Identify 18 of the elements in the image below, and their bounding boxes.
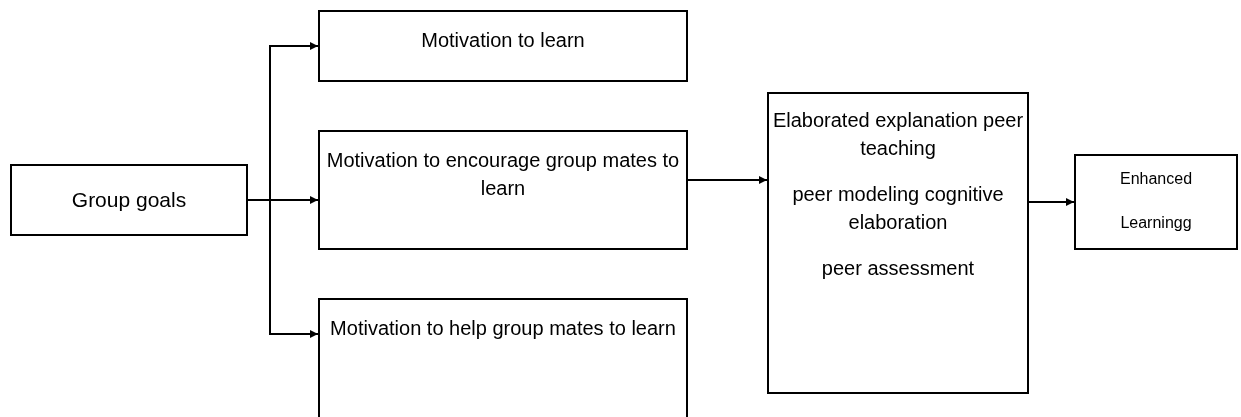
process-box xyxy=(318,10,688,82)
arrow xyxy=(1028,198,1075,206)
process-box xyxy=(318,298,688,417)
box-text: Learningg xyxy=(1120,213,1192,233)
box-text: Motivation to learn xyxy=(421,28,585,53)
box-text: Enhanced xyxy=(1119,169,1193,189)
arrow xyxy=(247,199,319,338)
box-text: peer assessment xyxy=(821,256,975,281)
box-text: Group goals xyxy=(71,187,187,213)
process-box xyxy=(1074,154,1238,250)
process-box xyxy=(10,164,248,236)
box-text: peer modeling cognitive elaboration xyxy=(791,182,1005,235)
box-text: Motivation to help group mates to learn xyxy=(330,316,676,341)
process-box xyxy=(318,130,688,250)
box-text: Elaborated explanation peer teaching xyxy=(771,108,1025,161)
box-text: Motivation to encourage group mates to learn xyxy=(325,148,681,201)
process-box xyxy=(767,92,1029,394)
arrow xyxy=(687,176,768,184)
